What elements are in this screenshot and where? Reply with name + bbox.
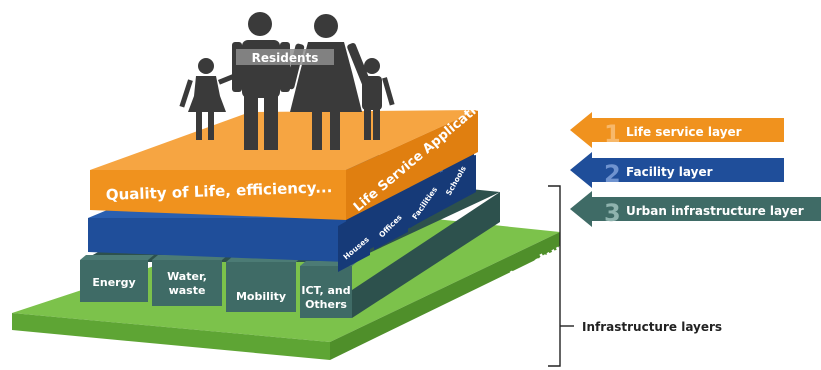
legend-item-life-service: 1 Life service layer — [570, 112, 784, 148]
legend-text: Urban infrastructure layer — [626, 204, 804, 218]
legend-item-facility: 2 Facility layer — [570, 152, 784, 188]
teal-block-water: Water, waste — [152, 255, 228, 306]
teal-block-face — [152, 260, 222, 306]
legend-item-urban-infrastructure: 3 Urban infrastructure layer — [570, 191, 821, 227]
legend-text: Facility layer — [626, 165, 713, 179]
legend-number: 1 — [604, 120, 621, 148]
teal-block-label-2: Others — [305, 298, 347, 311]
legend-arrow — [570, 112, 784, 148]
legend-text: Life service layer — [626, 125, 742, 139]
teal-block-top — [80, 255, 154, 260]
bracket-label: Infrastructure layers — [582, 320, 722, 334]
infrastructure-bracket: Infrastructure layers — [548, 185, 722, 367]
teal-block-energy: Energy — [80, 255, 154, 302]
building-offices: Offices — [374, 188, 408, 250]
teal-block-ict: ICT, and Others — [300, 261, 358, 318]
bracket-line — [548, 185, 561, 367]
residents-label: Residents — [252, 51, 319, 65]
teal-block-label-1: ICT, and — [301, 284, 350, 297]
legend-arrow — [570, 191, 821, 227]
building-face — [338, 208, 370, 272]
teal-block-label-1: Energy — [92, 276, 135, 289]
teal-layer-side — [352, 192, 500, 318]
orange-layer-front — [90, 170, 346, 220]
legend-number: 3 — [604, 199, 621, 227]
child-left-figure — [179, 58, 241, 140]
green-layer-side — [330, 232, 560, 360]
building-face — [410, 170, 440, 228]
legend-arrow — [570, 152, 784, 188]
building-face — [374, 188, 408, 250]
teal-block-label-2: waste — [169, 284, 206, 297]
residents-group: Residents — [179, 12, 395, 150]
orange-layer-top — [90, 110, 478, 170]
legend-number: 2 — [604, 160, 621, 188]
orange-layer-side — [346, 110, 478, 220]
teal-block-face — [300, 266, 352, 318]
blue-layer-front — [88, 218, 346, 262]
teal-block-mobility: Mobility — [226, 257, 302, 312]
orange-layer: Quality of Life, efficiency... Life Serv… — [90, 87, 499, 220]
teal-block-label-1: Mobility — [236, 290, 286, 303]
teal-block-label-1: Water, — [167, 270, 207, 283]
residents-label-band — [236, 49, 334, 65]
green-layer-front — [12, 313, 330, 360]
child-right-figure — [362, 58, 395, 140]
teal-block-face — [226, 262, 296, 312]
teal-block-face — [80, 260, 148, 302]
